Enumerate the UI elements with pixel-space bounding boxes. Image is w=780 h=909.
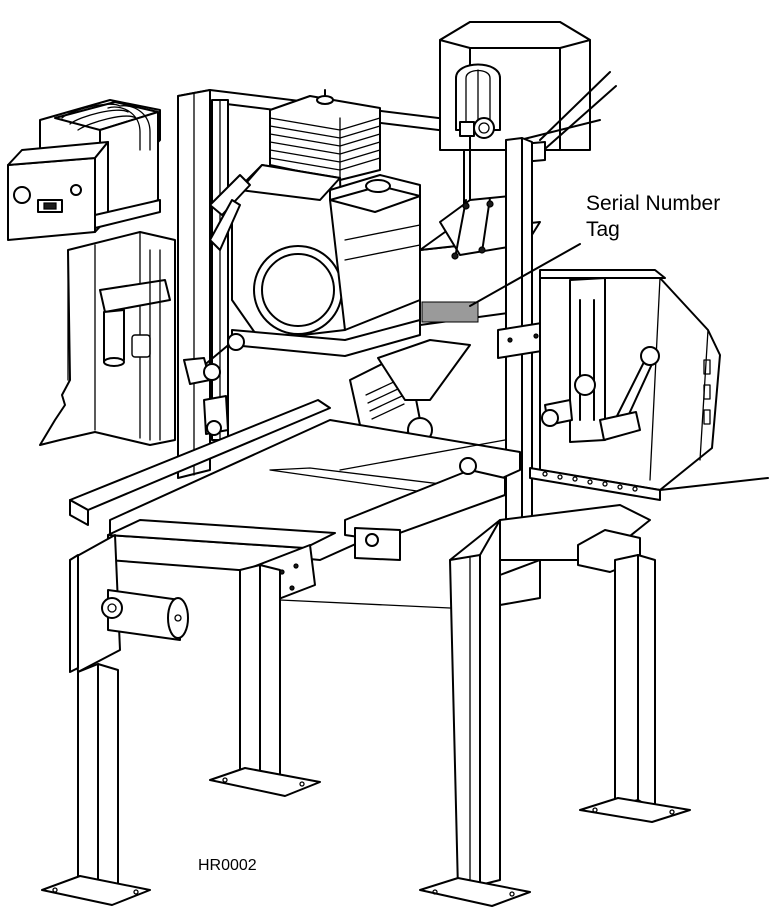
rear-center-leg [209,564,451,797]
engine-assembly [209,89,421,357]
left-motor-assembly [7,99,161,241]
right-rear-legs [499,529,691,823]
saw-blade [659,477,769,491]
callout-label-line2: Tag [586,218,620,241]
guide-roller [349,339,471,443]
front-right-leg [419,504,651,907]
left-adjust-lever [183,333,245,436]
figure-id: HR0002 [198,857,257,874]
right-blade-housing [529,269,721,501]
callout-leader-line [469,243,581,307]
serial-number-tag [421,301,479,323]
conveyor-table [69,399,521,576]
callout-label-line1: Serial Number [586,192,720,215]
engine-fins [269,117,381,181]
serial-number-callout: Serial Number Tag [469,192,720,307]
front-left-assembly [41,534,189,906]
left-side-guard [39,231,176,446]
rail-holes [542,471,638,492]
